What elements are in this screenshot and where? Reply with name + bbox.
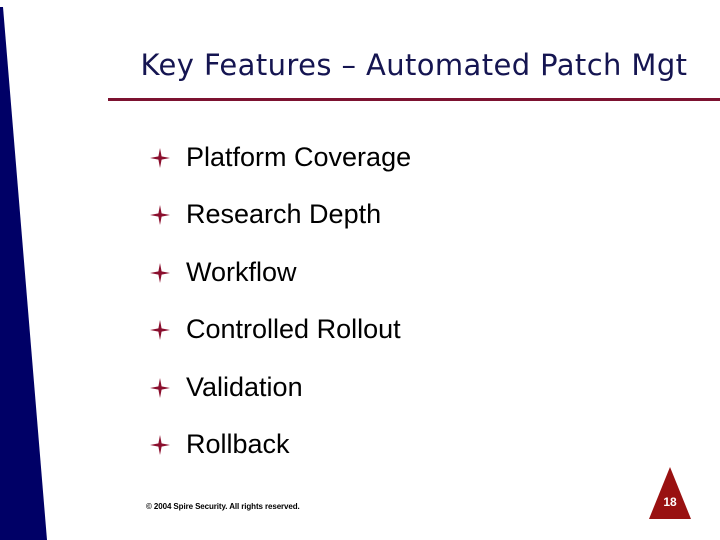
list-item: Rollback — [150, 416, 670, 474]
red-triangle-shape-icon — [649, 467, 691, 519]
four-pointed-star-bullet-icon — [150, 433, 186, 456]
list-item: Platform Coverage — [150, 128, 670, 186]
bullet-list: Platform Coverage Research Depth Workflo… — [150, 128, 670, 473]
list-item: Validation — [150, 358, 670, 416]
list-item: Controlled Rollout — [150, 301, 670, 359]
four-pointed-star-bullet-icon — [150, 203, 186, 226]
four-pointed-star-bullet-icon — [150, 146, 186, 168]
four-pointed-star-bullet-icon — [150, 376, 186, 398]
four-pointed-star-bullet-icon — [150, 318, 186, 341]
navy-wedge-decoration — [0, 7, 47, 540]
four-pointed-star-bullet-icon — [150, 261, 186, 283]
page-number-badge: 18 — [646, 467, 694, 520]
list-item-label: Validation — [186, 371, 303, 402]
page-number: 18 — [663, 495, 677, 509]
list-item-label: Research Depth — [186, 199, 382, 230]
copyright-notice: © 2004 Spire Security. All rights reserv… — [146, 502, 300, 511]
list-item-label: Platform Coverage — [186, 141, 412, 172]
list-item: Workflow — [150, 243, 670, 301]
list-item: Research Depth — [150, 186, 670, 244]
list-item-label: Controlled Rollout — [186, 314, 401, 345]
list-item-label: Workflow — [186, 256, 297, 287]
title-divider-rule — [108, 98, 720, 101]
list-item-label: Rollback — [186, 429, 290, 460]
slide-title: Key Features – Automated Patch Mgt — [140, 48, 688, 82]
